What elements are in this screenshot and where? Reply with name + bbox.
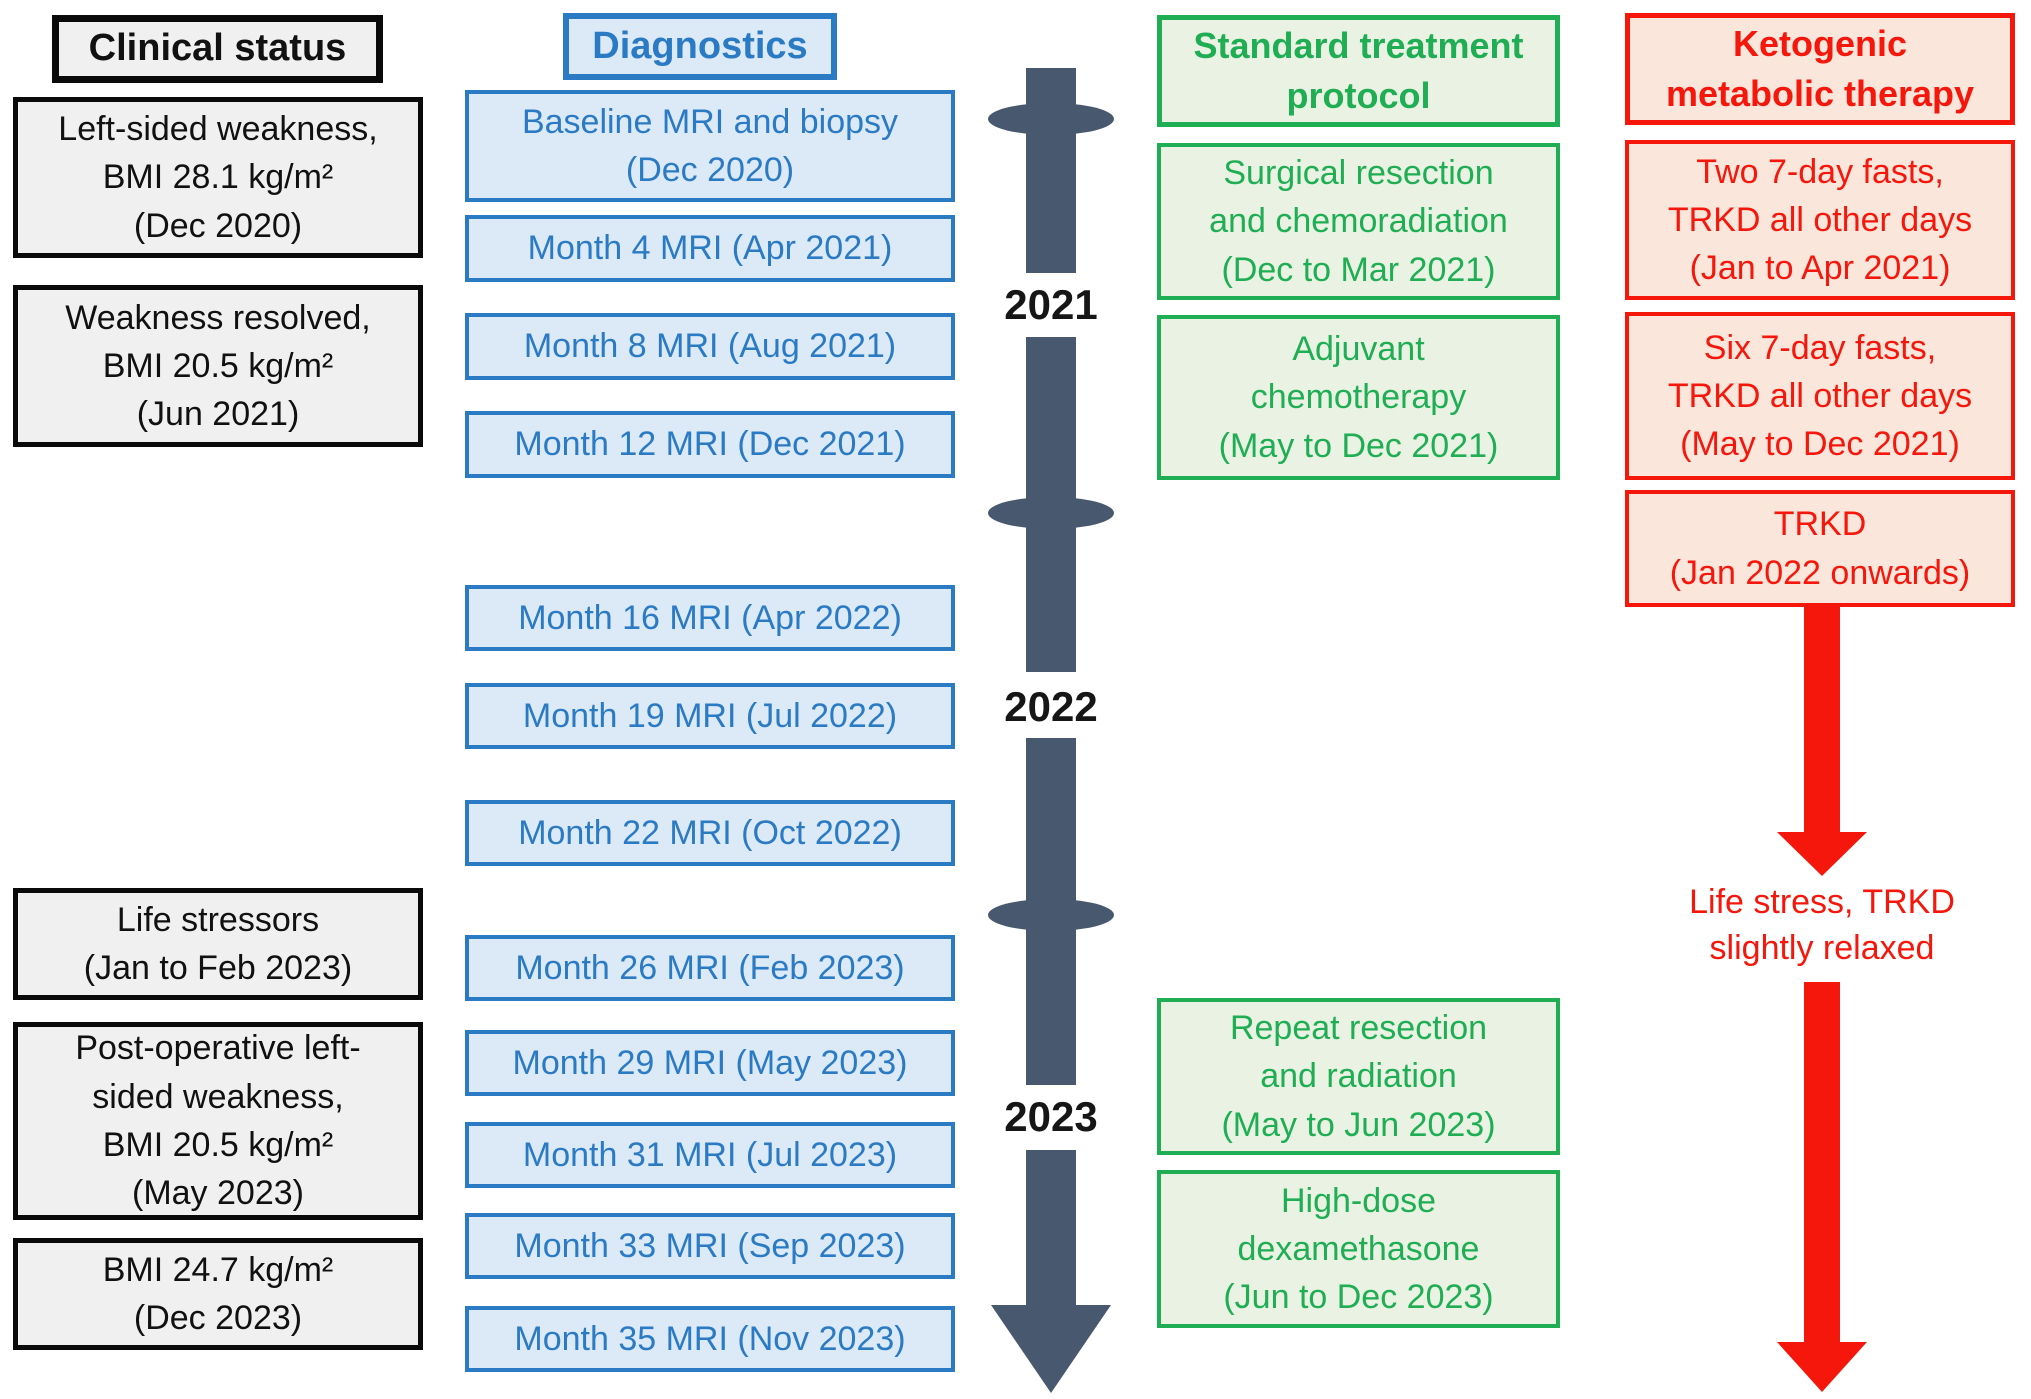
ketogenic-arrowhead-icon <box>1777 832 1867 876</box>
timeline-year-marker-ellipse <box>988 899 1114 931</box>
timeline-arrowhead-icon <box>991 1305 1111 1393</box>
treatment-box: High-dose dexamethasone (Jun to Dec 2023… <box>1157 1170 1560 1328</box>
treatment-box: Repeat resection and radiation (May to J… <box>1157 998 1560 1155</box>
timeline-bar-segment <box>1026 68 1076 273</box>
mri-box: Month 19 MRI (Jul 2022) <box>465 683 955 749</box>
year-label-2022: 2022 <box>1004 683 1098 730</box>
mri-box: Month 8 MRI (Aug 2021) <box>465 313 955 380</box>
treatment-box: Adjuvant chemotherapy (May to Dec 2021) <box>1157 315 1560 480</box>
clinical-status-box: Left-sided weakness, BMI 28.1 kg/m² (Dec… <box>13 97 423 258</box>
mri-box: Month 33 MRI (Sep 2023) <box>465 1213 955 1279</box>
clinical-status-box: BMI 24.7 kg/m² (Dec 2023) <box>13 1238 423 1350</box>
ketogenic-note: Life stress, TRKD slightly relaxed <box>1689 883 1955 967</box>
mri-box: Month 16 MRI (Apr 2022) <box>465 585 955 651</box>
diagnostics-header: Diagnostics <box>563 13 837 80</box>
mri-box: Month 22 MRI (Oct 2022) <box>465 800 955 866</box>
timeline-year-marker-ellipse <box>988 497 1114 529</box>
mri-box: Month 4 MRI (Apr 2021) <box>465 215 955 282</box>
clinical-status-box: Weakness resolved, BMI 20.5 kg/m² (Jun 2… <box>13 285 423 447</box>
year-label-2021: 2021 <box>1004 281 1098 328</box>
mri-box: Month 29 MRI (May 2023) <box>465 1030 955 1096</box>
mri-box: Month 26 MRI (Feb 2023) <box>465 935 955 1001</box>
clinical-status-header: Clinical status <box>52 15 383 83</box>
mri-box: Month 35 MRI (Nov 2023) <box>465 1306 955 1372</box>
year-label-2023: 2023 <box>1004 1093 1098 1140</box>
ketogenic-header: Ketogenic metabolic therapy <box>1625 13 2015 125</box>
clinical-status-box: Post-operative left- sided weakness, BMI… <box>13 1022 423 1220</box>
clinical-status-box: Life stressors (Jan to Feb 2023) <box>13 888 423 1000</box>
mri-box: Month 12 MRI (Dec 2021) <box>465 411 955 478</box>
timeline-year-marker-ellipse <box>988 103 1114 135</box>
standard-treatment-header: Standard treatment protocol <box>1157 15 1560 127</box>
ketogenic-box: TRKD (Jan 2022 onwards) <box>1625 490 2015 607</box>
ketogenic-arrow-shaft <box>1804 982 1840 1342</box>
ketogenic-box: Two 7-day fasts, TRKD all other days (Ja… <box>1625 140 2015 300</box>
mri-box: Baseline MRI and biopsy (Dec 2020) <box>465 90 955 202</box>
treatment-box: Surgical resection and chemoradiation (D… <box>1157 143 1560 300</box>
ketogenic-box: Six 7-day fasts, TRKD all other days (Ma… <box>1625 312 2015 480</box>
ketogenic-arrow-shaft <box>1804 607 1840 832</box>
mri-box: Month 31 MRI (Jul 2023) <box>465 1122 955 1188</box>
ketogenic-arrowhead-icon <box>1777 1342 1867 1392</box>
timeline-bar-segment <box>1026 1150 1076 1305</box>
